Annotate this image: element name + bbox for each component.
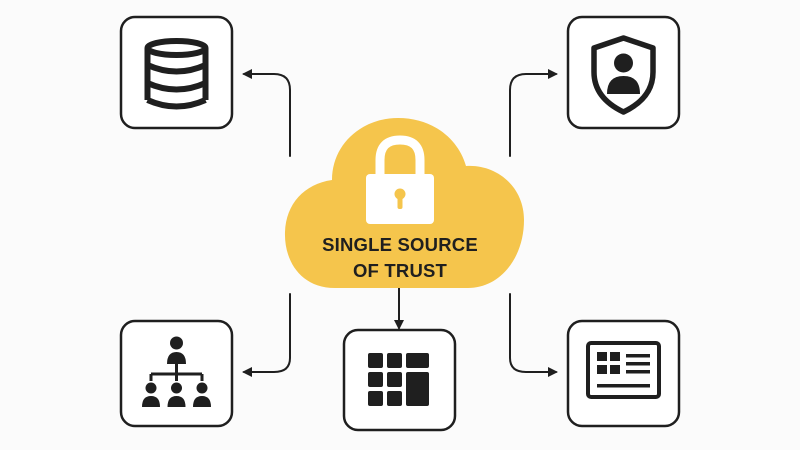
node-database xyxy=(119,15,234,130)
shield-outline xyxy=(591,35,656,115)
database-icon xyxy=(144,38,209,110)
padlock-icon xyxy=(366,135,434,224)
shield-user-icon xyxy=(591,35,656,115)
cloud-label-line2: OF TRUST xyxy=(352,260,448,281)
arrow-to-shield xyxy=(509,69,558,157)
padlock-keyhole-slot xyxy=(397,196,403,209)
node-grid xyxy=(342,328,457,432)
padlock-keyhole xyxy=(394,188,406,200)
user-head xyxy=(614,53,633,73)
connectors xyxy=(242,69,558,377)
arrow-to-org-chart xyxy=(242,293,291,377)
node-shield-user xyxy=(566,15,681,130)
org-chart-icon xyxy=(142,336,211,407)
cloud-label-line1: SINGLE SOURCE xyxy=(322,234,478,255)
padlock-shackle xyxy=(375,135,425,178)
arrow-to-database xyxy=(242,69,291,157)
arrow-to-dashboard xyxy=(509,293,558,377)
node-dashboard xyxy=(566,319,681,428)
user-body xyxy=(607,76,640,94)
central-cloud xyxy=(284,118,524,288)
dashboard-window-icon xyxy=(586,341,661,399)
grid-icon xyxy=(368,353,429,406)
node-org-chart xyxy=(119,319,234,428)
cloud-label: SINGLE SOURCE OF TRUST xyxy=(280,232,520,284)
node-frame xyxy=(566,319,681,428)
